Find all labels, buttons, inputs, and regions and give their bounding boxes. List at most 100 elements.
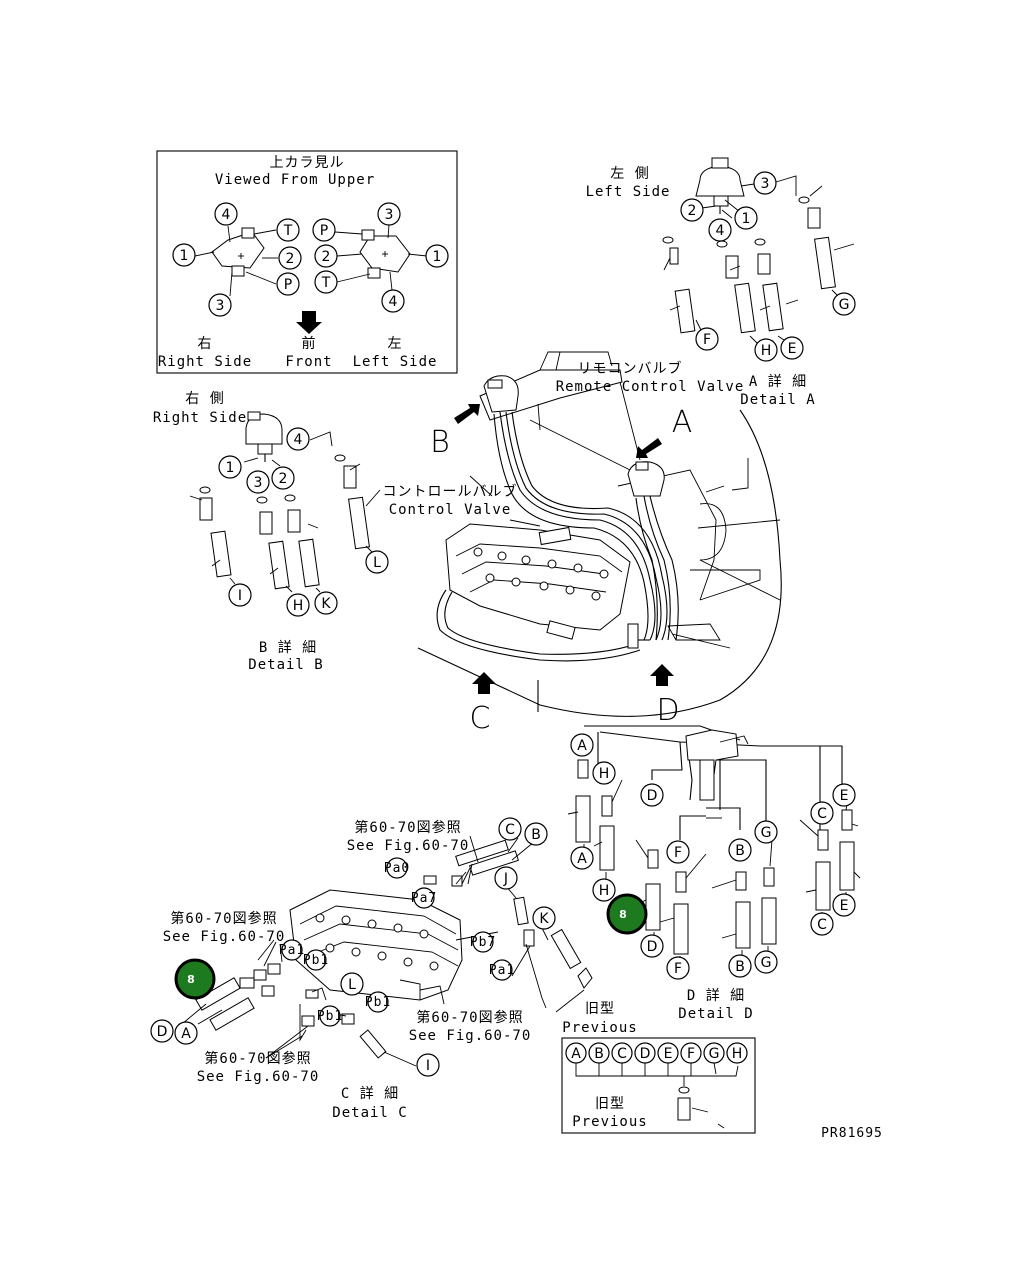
detail-c-port-pa0: Pa0 <box>384 861 410 876</box>
view-arrow-a-icon <box>636 438 662 458</box>
detail-b-callout-i: I <box>238 588 242 604</box>
detail-c-callout-d: D <box>157 1024 168 1040</box>
detail-b-side-en: Right Side <box>153 410 247 426</box>
detail-b-callout-1: 1 <box>226 460 235 476</box>
legend-box: 上カラ見ル Viewed From Upper 4 T 1 2 3 <box>156 150 458 374</box>
detail-c-title-en: Detail C <box>332 1105 407 1121</box>
detail-d-callout-h-bottom: H <box>599 883 610 899</box>
detail-c-port-pa1-b: Pa1 <box>489 963 515 978</box>
detail-d-callout-d-bottom: D <box>647 939 658 955</box>
legend-right-callout-t: T <box>321 275 331 291</box>
detail-c-see-fig-jp-1: 第60-70図参照 <box>354 819 461 836</box>
legend-right-callout-3: 3 <box>385 207 394 223</box>
view-arrow-d-icon <box>650 664 674 686</box>
legend-right-valve: 3 P 2 1 T 4 <box>312 202 449 313</box>
legend-left-callout-1: 1 <box>180 248 189 264</box>
previous-label-en-2: Previous <box>572 1114 647 1130</box>
detail-b-title-jp: B 詳 細 <box>259 640 317 656</box>
detail-d-callout-c-top: C <box>817 806 827 822</box>
detail-b: 右 側 Right Side <box>153 391 389 673</box>
detail-a-callout-e: E <box>788 341 797 357</box>
hotspot-marker-left[interactable]: 8 <box>174 958 216 1000</box>
previous-letter-g: G <box>709 1046 720 1062</box>
drawing-number: PR81695 <box>821 1126 883 1141</box>
legend-right-callout-p: P <box>320 223 328 239</box>
detail-c-callout-j: J <box>503 871 508 887</box>
front-arrow-icon <box>296 311 322 334</box>
detail-c-port-pb7: Pb7 <box>470 935 496 950</box>
detail-a-callout-2: 2 <box>688 203 697 219</box>
detail-c-title-jp: C 詳 細 <box>341 1086 399 1102</box>
main-assembly: B A C D リモコンバルブ Remote Control Valve コント… <box>383 351 782 736</box>
previous-letter-b: B <box>594 1046 604 1062</box>
detail-b-side-jp: 右 側 <box>185 391 224 407</box>
detail-b-callout-h: H <box>293 598 304 614</box>
legend-front-en: Front <box>285 354 332 370</box>
previous-label-jp-2: 旧型 <box>595 1096 625 1112</box>
detail-b-callout-k: K <box>321 596 331 612</box>
detail-a-callout-4: 4 <box>716 223 725 239</box>
legend-right-callout-1: 1 <box>433 249 442 265</box>
detail-d-callout-g-top: G <box>761 825 772 841</box>
detail-b-title-en: Detail B <box>248 657 323 673</box>
detail-a-callout-1: 1 <box>742 211 751 227</box>
legend-left-callout-2: 2 <box>286 251 295 267</box>
detail-d-callout-d-top: D <box>647 788 658 804</box>
detail-d-callout-b-bottom: B <box>735 959 745 975</box>
previous-letter-a: A <box>571 1046 581 1062</box>
detail-d-callout-c-bottom: C <box>817 917 827 933</box>
detail-d-callout-f-top: F <box>674 845 682 861</box>
detail-c-callout-l: L <box>348 977 356 993</box>
previous-letter-f: F <box>687 1046 695 1062</box>
previous-letter-h: H <box>732 1046 743 1062</box>
detail-d-callout-b-top: B <box>735 843 745 859</box>
detail-c-see-fig-jp-2: 第60-70図参照 <box>170 910 277 927</box>
detail-c-see-fig-jp-4: 第60-70図参照 <box>204 1050 311 1067</box>
detail-c-port-pa1-a: Pa1 <box>279 943 305 958</box>
detail-c-port-pb1-c: Pb1 <box>317 1009 343 1024</box>
previous-frame <box>561 1037 756 1134</box>
detail-a-side-jp: 左 側 <box>610 166 649 182</box>
legend-left-callout-t: T <box>283 223 293 239</box>
detail-d-callout-a-top: A <box>577 738 587 754</box>
detail-d-callout-e-bottom: E <box>840 898 849 914</box>
legend-left-valve: 4 T 1 2 3 P <box>172 202 302 317</box>
legend-left-callout-p: P <box>284 277 292 293</box>
legend-right-callout-2: 2 <box>322 249 331 265</box>
view-letter-b: B <box>430 425 450 460</box>
detail-a: 左 側 Left Side <box>586 157 856 408</box>
legend-title-en: Viewed From Upper <box>215 172 375 188</box>
legend-frame <box>156 150 458 374</box>
detail-c-callout-a: A <box>181 1026 191 1042</box>
view-letter-c: C <box>470 701 491 736</box>
detail-c-port-pb1-a: Pb1 <box>303 953 329 968</box>
detail-c-callout-k: K <box>539 911 549 927</box>
detail-c-callout-i: I <box>426 1058 430 1074</box>
detail-a-side-en: Left Side <box>586 184 671 200</box>
detail-a-callout-f: F <box>703 332 711 348</box>
previous-letters: A B C D E F G H <box>565 1042 748 1064</box>
view-letter-d: D <box>656 693 679 728</box>
legend-left-en: Left Side <box>353 354 438 370</box>
detail-d-title-en: Detail D <box>678 1006 753 1022</box>
previous-label-jp-1: 旧型 <box>585 1001 615 1017</box>
previous-letter-c: C <box>617 1046 627 1062</box>
detail-c-callout-b: B <box>531 827 541 843</box>
legend-left-callout-3: 3 <box>216 298 225 314</box>
detail-c-see-fig-en-1: See Fig.60-70 <box>347 838 470 854</box>
detail-a-callout-3: 3 <box>761 176 770 192</box>
detail-d-title-jp: D 詳 細 <box>687 988 745 1004</box>
hotspot-label-left: 8 <box>187 973 195 986</box>
detail-c-see-fig-en-3: See Fig.60-70 <box>409 1028 532 1044</box>
detail-c-callout-c: C <box>505 822 515 838</box>
detail-b-callout-l: L <box>373 555 381 571</box>
hotspot-marker-right[interactable]: 8 <box>606 893 648 935</box>
detail-a-title-en: Detail A <box>740 392 815 408</box>
detail-b-callout-2: 2 <box>279 471 288 487</box>
previous-letter-e: E <box>664 1046 673 1062</box>
control-valve-label-en: Control Valve <box>389 502 512 518</box>
detail-a-callout-h: H <box>761 343 772 359</box>
view-arrow-c-icon <box>472 672 496 694</box>
detail-c-see-fig-en-4: See Fig.60-70 <box>197 1069 320 1085</box>
hotspot-label-right: 8 <box>619 908 627 921</box>
